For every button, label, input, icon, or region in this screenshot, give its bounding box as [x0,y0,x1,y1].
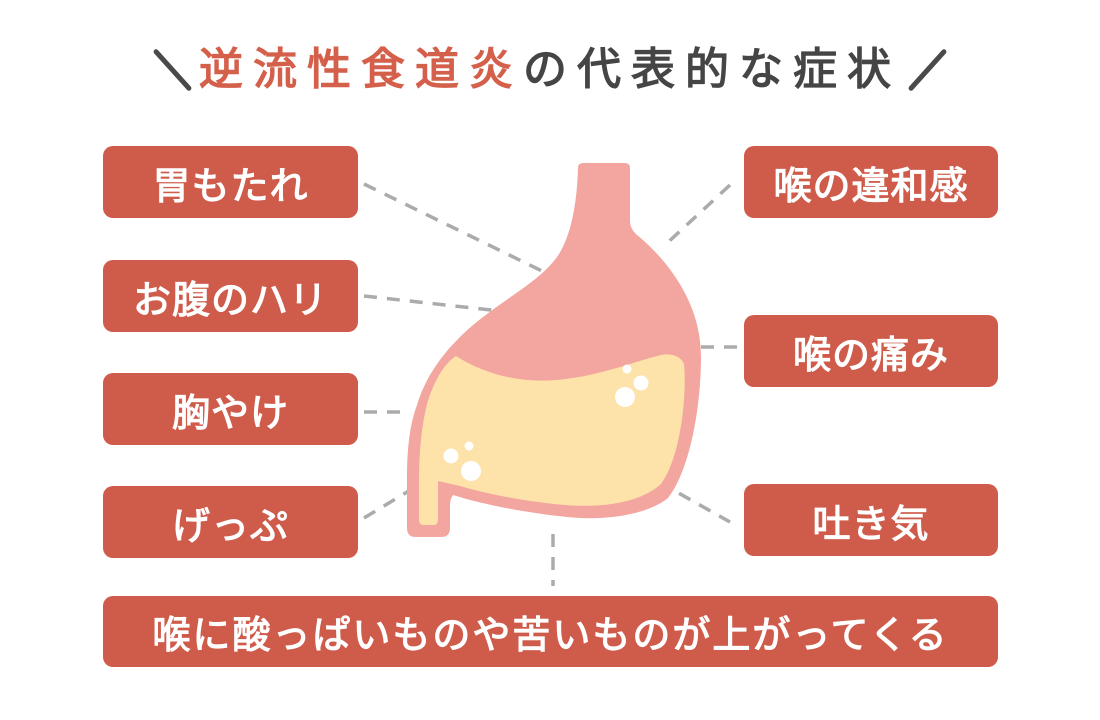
page-title: 逆流性食道炎の代表的な症状 [199,48,901,92]
symptom-label-acid-regurgitation: 喉に酸っぱいものや苦いものが上がってくる [103,596,998,667]
stomach-illustration [407,163,701,537]
connector-line-stomach-heaviness [363,182,543,273]
title-row: 逆流性食道炎の代表的な症状 [0,40,1100,100]
symptom-label-nausea: 吐き気 [744,484,998,556]
bubble [461,461,481,481]
symptom-label-stomach-heaviness: 胃もたれ [103,146,358,218]
acid-bubbles [443,364,649,481]
bubble [443,448,459,464]
symptom-label-bloating: お腹のハリ [103,260,358,332]
bubble [633,375,649,391]
symptom-label-belching: げっぷ [103,486,358,558]
title-highlight: 逆流性食道炎 [199,45,523,94]
bubble [622,364,632,374]
symptom-label-throat-discomfort: 喉の違和感 [744,146,998,218]
connector-line-belching [363,487,413,520]
bubble [464,441,474,451]
symptom-label-throat-pain: 喉の痛み [744,315,998,387]
title-rest: の代表的な症状 [523,45,901,94]
symptom-label-heartburn: 胸やけ [103,373,358,445]
bubble [615,387,635,407]
connector-line-throat-discomfort [663,183,732,247]
